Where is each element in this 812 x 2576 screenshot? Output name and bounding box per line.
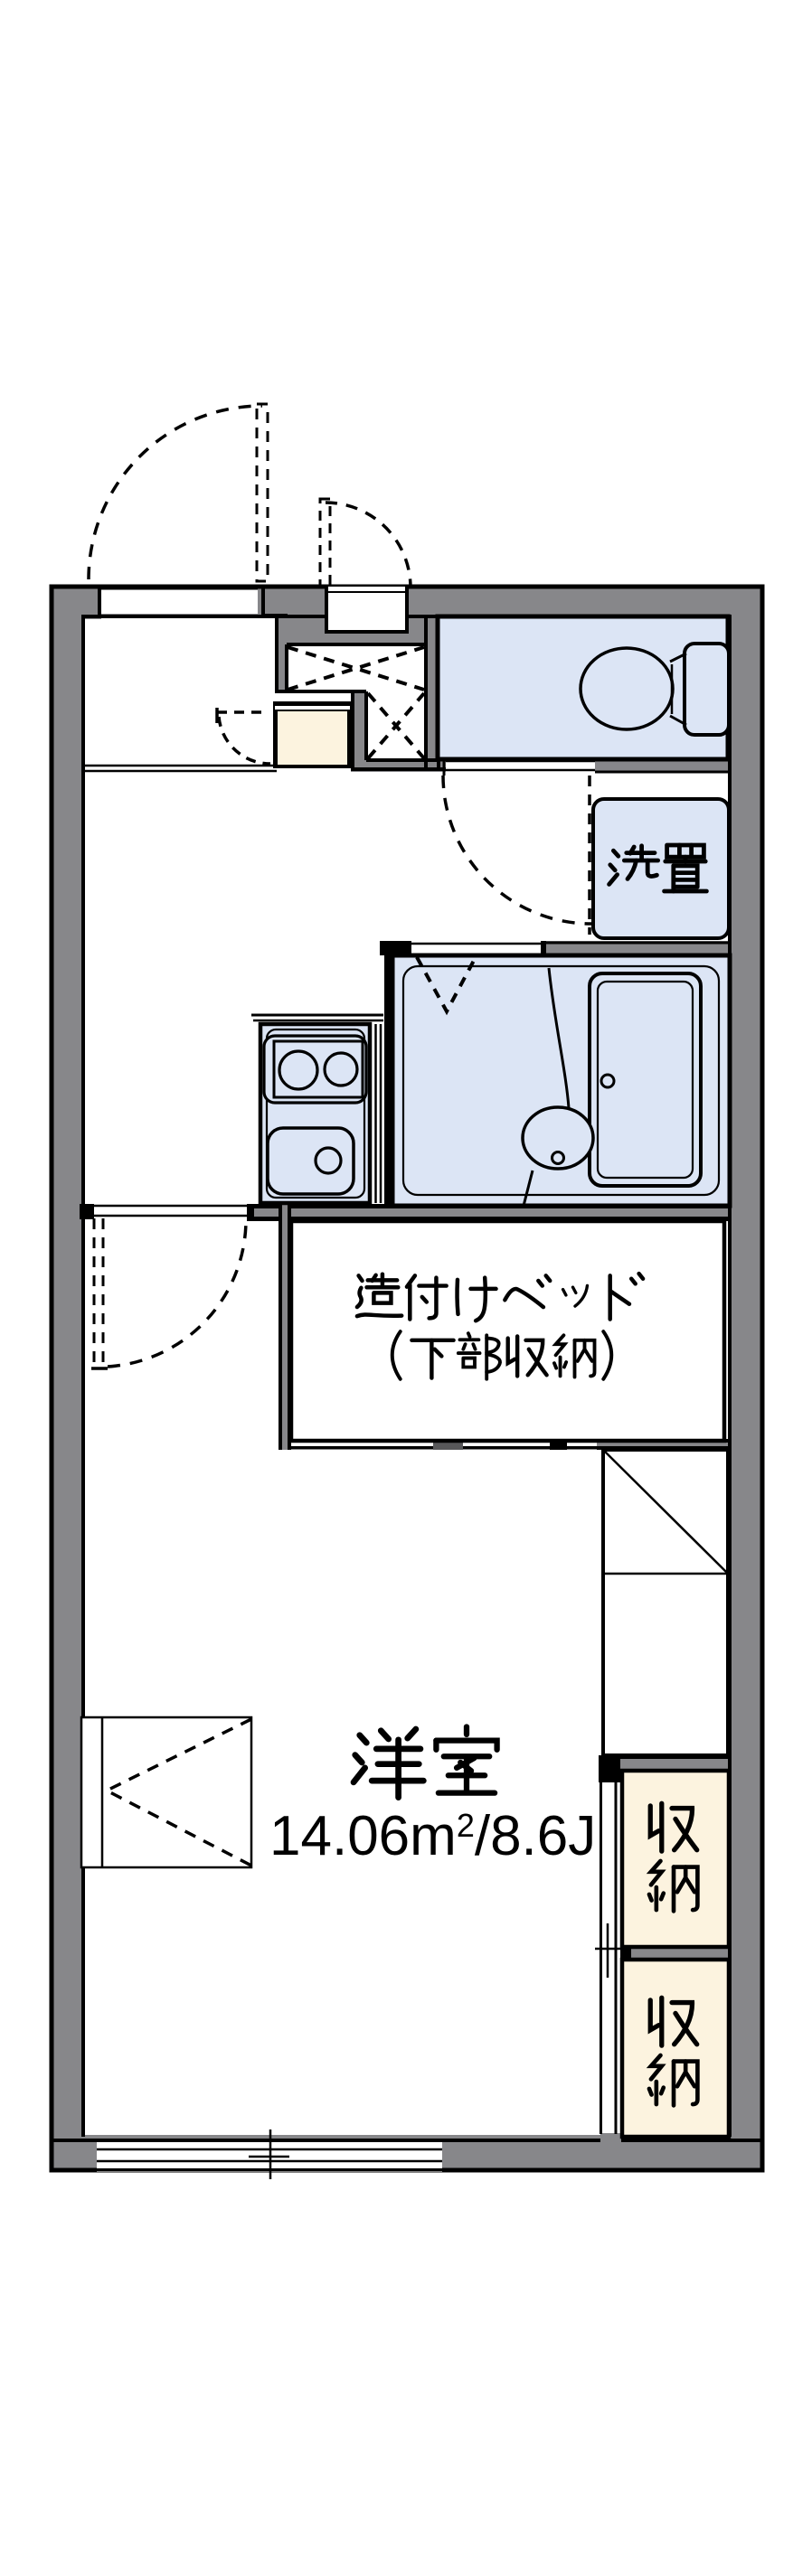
svg-text:14.06m2/8.6J: 14.06m2/8.6J — [269, 1805, 596, 1867]
